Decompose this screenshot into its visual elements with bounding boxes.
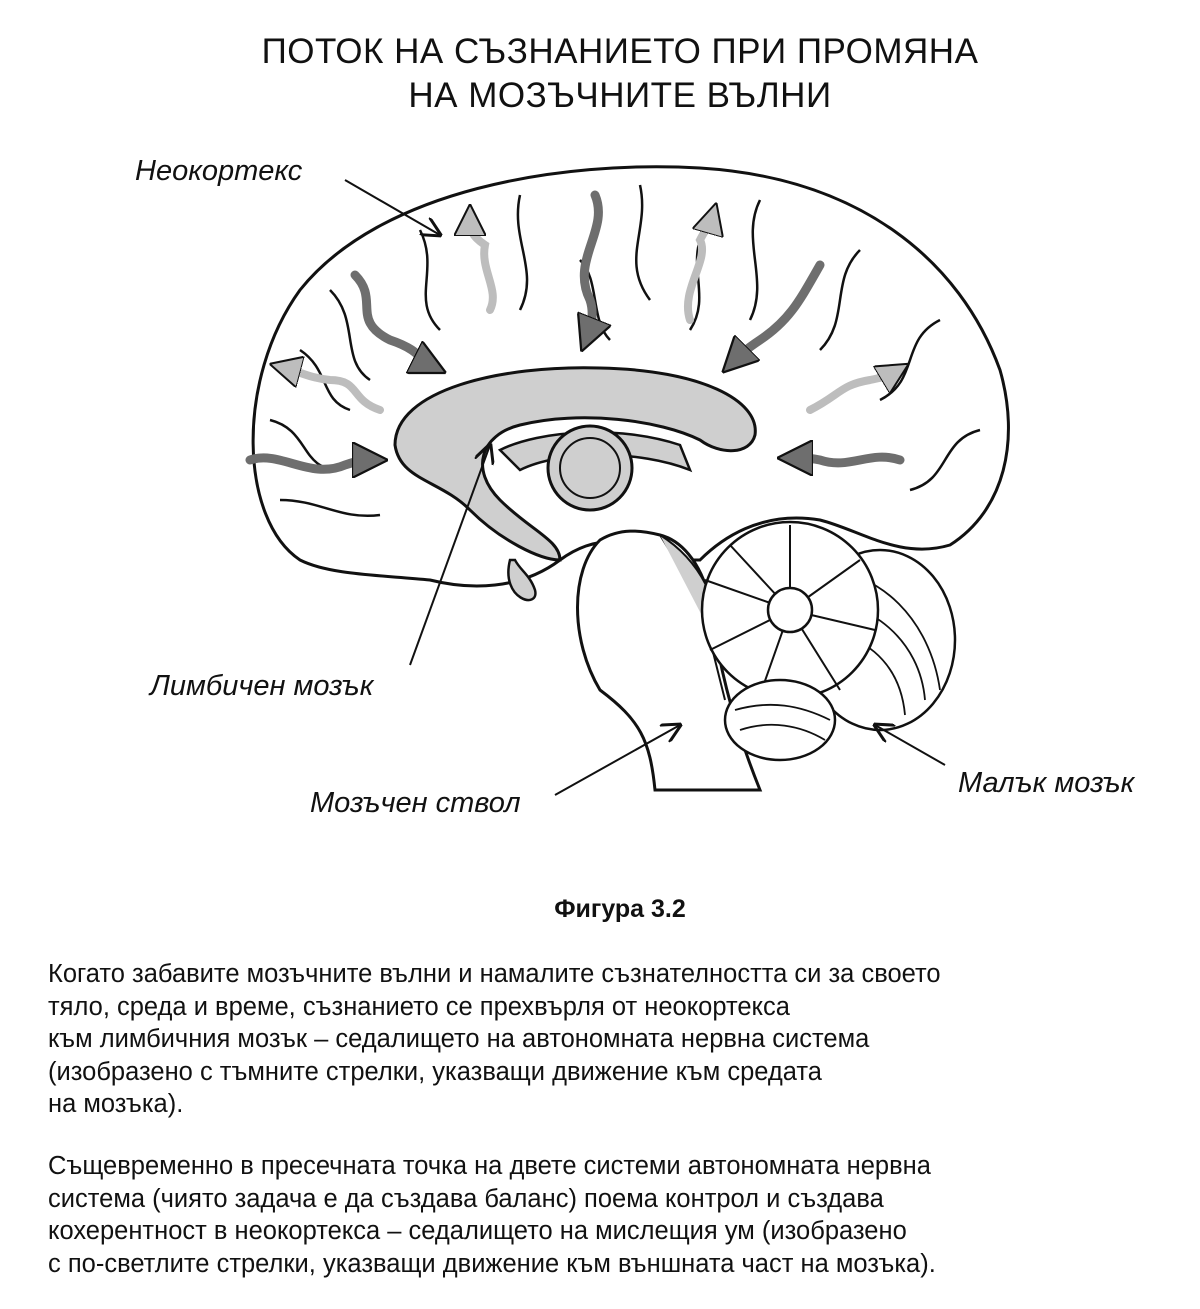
limbic-region <box>393 366 757 562</box>
brain-diagram <box>245 165 1010 796</box>
text-line: към лимбичния мозък – седалището на авто… <box>48 1025 870 1053</box>
dark-arrow-icon <box>735 260 825 360</box>
light-arrow-icon <box>806 372 895 414</box>
paragraph-1: Когато забавите мозъчните вълни и намали… <box>48 958 941 1121</box>
figure-caption: Фигура 3.2 <box>554 895 686 923</box>
dark-arrow-icon <box>245 458 370 469</box>
text-line: (изобразено с тъмните стрелки, указващи … <box>48 1057 822 1086</box>
light-arrow-icon <box>470 220 497 314</box>
text-line: Същевременно в пресечната точка на двете… <box>48 1152 931 1180</box>
light-arrow-icon <box>684 218 712 324</box>
light-arrows-outward <box>285 218 895 414</box>
title-line-1: ПОТОК НА СЪЗНАНИЕТО ПРИ ПРОМЯНА <box>261 32 979 71</box>
dark-arrow-icon <box>795 457 905 463</box>
label-pointers <box>344 179 946 796</box>
text-line: система (чиято задача е да създава балан… <box>48 1184 884 1213</box>
label-limbic-brain: Лимбичен мозък <box>150 670 374 702</box>
label-neocortex: Неокортекс <box>135 155 303 187</box>
text-line: Когато забавите мозъчните вълни и намали… <box>48 960 941 988</box>
light-arrow-icon <box>285 368 384 414</box>
text-line: тяло, среда и време, съзнанието се прехв… <box>48 992 790 1021</box>
title-line-2: НА МОЗЪЧНИТЕ ВЪЛНИ <box>408 76 832 115</box>
text-line: кохерентност в неокортекса – седалището … <box>48 1217 907 1245</box>
dark-arrow-icon <box>584 190 598 335</box>
paragraph-2: Същевременно в пресечната точка на двете… <box>48 1150 936 1280</box>
page-title: ПОТОК НА СЪЗНАНИЕТО ПРИ ПРОМЯНА НА МОЗЪЧ… <box>0 30 1200 118</box>
text-line: на мозъка). <box>48 1090 184 1118</box>
label-cerebellum: Малък мозък <box>958 767 1135 799</box>
dark-arrow-icon <box>350 270 430 365</box>
dark-arrows-inward <box>245 190 905 469</box>
cerebellum <box>700 520 957 762</box>
label-brainstem: Мозъчен ствол <box>310 787 521 819</box>
text-line: с по-светлите стрелки, указващи движение… <box>48 1249 936 1278</box>
pituitary <box>507 558 537 602</box>
